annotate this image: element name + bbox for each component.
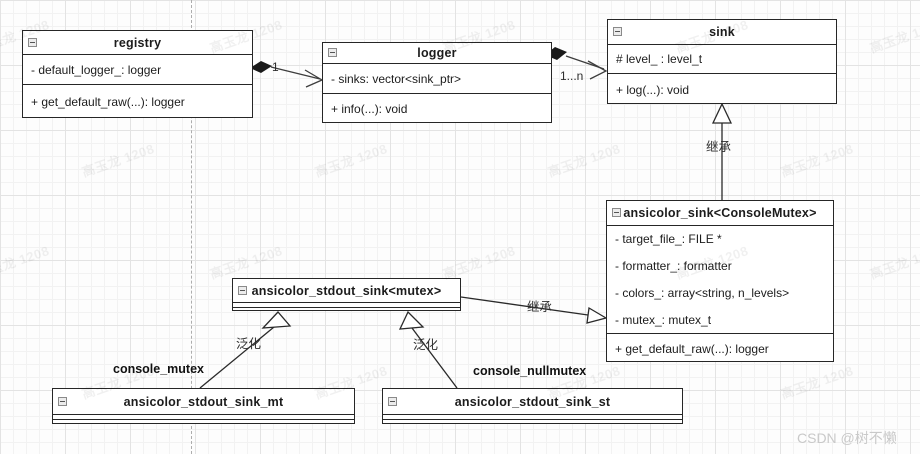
attributes-compartment: [383, 414, 682, 419]
methods-compartment: + info(...): void: [323, 93, 551, 124]
inheritance-label: 继承: [527, 300, 553, 314]
watermark: 高玉龙 1208: [79, 141, 157, 180]
watermark: 高玉龙 1208: [312, 141, 390, 180]
watermark: 高玉龙 1208: [207, 243, 285, 282]
class-logger[interactable]: logger - sinks: vector<sink_ptr> + info(…: [322, 42, 552, 123]
methods-compartment: [53, 419, 354, 425]
class-ansicolor-sink[interactable]: ansicolor_sink<ConsoleMutex> - target_fi…: [606, 200, 834, 362]
generalization-label: 泛化: [413, 338, 439, 352]
methods-compartment: [383, 419, 682, 425]
csdn-author-watermark: CSDN @树不懒: [797, 430, 897, 446]
class-title: ansicolor_sink<ConsoleMutex>: [623, 206, 817, 220]
class-title: sink: [709, 25, 735, 39]
attribute: - sinks: vector<sink_ptr>: [331, 71, 462, 86]
method: + log(...): void: [616, 82, 690, 97]
generalization-label: 泛化: [236, 337, 262, 351]
class-title: ansicolor_stdout_sink_st: [454, 394, 611, 409]
attribute: - default_logger_: logger: [31, 62, 162, 77]
class-title: logger: [417, 46, 457, 60]
methods-compartment: + get_default_raw(...): logger: [23, 84, 252, 119]
class-title: ansicolor_stdout_sink<mutex>: [251, 283, 442, 298]
collapse-icon[interactable]: [328, 48, 337, 57]
watermark: 高玉龙 1208: [778, 363, 856, 402]
class-ansicolor-stdout-sink-mt[interactable]: ansicolor_stdout_sink_mt: [52, 388, 355, 424]
class-title: ansicolor_stdout_sink_mt: [123, 394, 284, 409]
collapse-icon[interactable]: [28, 37, 37, 47]
attributes-compartment: - sinks: vector<sink_ptr>: [323, 63, 551, 93]
attributes-compartment: [53, 414, 354, 419]
class-sink[interactable]: sink # level_ : level_t + log(...): void: [607, 19, 837, 104]
class-registry[interactable]: registry - default_logger_: logger + get…: [22, 30, 253, 118]
watermark: 高玉龙 1208: [545, 141, 623, 180]
watermark: 高玉龙 1208: [0, 243, 52, 282]
watermark: 高玉龙 1208: [867, 17, 920, 56]
multiplicity-label: 1: [272, 60, 279, 74]
collapse-icon[interactable]: [58, 396, 67, 406]
collapse-icon[interactable]: [613, 27, 622, 36]
console-mutex-label: console_mutex: [113, 362, 205, 376]
collapse-icon[interactable]: [612, 208, 621, 217]
method: + get_default_raw(...): logger: [31, 95, 185, 109]
class-title: registry: [113, 35, 162, 50]
attributes-compartment: - target_file_: FILE * - formatter_: for…: [607, 225, 833, 333]
class-ansicolor-stdout-sink[interactable]: ansicolor_stdout_sink<mutex>: [232, 278, 461, 311]
attribute: - formatter_: formatter: [615, 259, 732, 274]
methods-compartment: + log(...): void: [608, 73, 836, 105]
collapse-icon[interactable]: [238, 285, 247, 295]
attribute: - target_file_: FILE *: [615, 232, 722, 247]
console-nullmutex-label: console_nullmutex: [473, 364, 587, 378]
attribute: - mutex_: mutex_t: [615, 312, 712, 327]
class-ansicolor-stdout-sink-st[interactable]: ansicolor_stdout_sink_st: [382, 388, 683, 424]
watermark: 高玉龙 1208: [867, 243, 920, 282]
inheritance-label: 继承: [706, 140, 732, 154]
watermark: 高玉龙 1208: [440, 243, 518, 282]
attributes-compartment: # level_ : level_t: [608, 44, 836, 73]
method: + info(...): void: [331, 102, 408, 116]
method: + get_default_raw(...): logger: [615, 341, 769, 356]
composition-edge-registry-logger: [250, 61, 324, 88]
attributes-compartment: [233, 302, 460, 307]
collapse-icon[interactable]: [388, 396, 397, 406]
page-guide-line: [191, 0, 192, 454]
attribute: # level_ : level_t: [616, 52, 703, 66]
multiplicity-label: 1...n: [560, 69, 584, 83]
attribute: - colors_: array<string, n_levels>: [615, 285, 790, 300]
attributes-compartment: - default_logger_: logger: [23, 54, 252, 84]
watermark: 高玉龙 1208: [778, 141, 856, 180]
methods-compartment: [233, 307, 460, 312]
methods-compartment: + get_default_raw(...): logger: [607, 333, 833, 363]
